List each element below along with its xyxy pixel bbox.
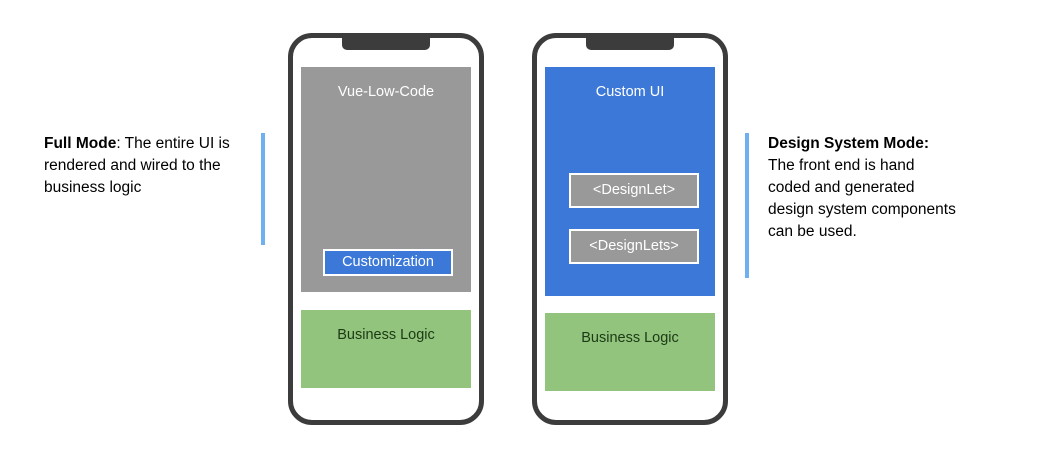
accent-bar-left (261, 133, 265, 245)
annotation-design-system-mode-text: Design System Mode: The front end is han… (768, 133, 958, 243)
customization-button[interactable]: Customization (323, 249, 453, 276)
panel-business-logic-right-title: Business Logic (581, 330, 679, 346)
annotation-full-mode-lead: Full Mode (44, 135, 117, 152)
annotation-design-system-mode-body: The front end is hand coded and generate… (768, 157, 956, 240)
annotation-full-mode-text: Full Mode: The entire UI is rendered and… (44, 133, 249, 199)
phone-screen-right: Custom UI <DesignLet> <DesignLets> Busin… (537, 58, 723, 420)
panel-custom-ui-title: Custom UI (595, 84, 665, 100)
panel-custom-ui: Custom UI <DesignLet> <DesignLets> (545, 67, 715, 296)
panel-business-logic-left-title: Business Logic (337, 327, 435, 343)
annotation-full-mode-body: : The entire UI is rendered and wired to… (44, 135, 230, 196)
designlet-button[interactable]: <DesignLet> (569, 173, 699, 208)
phone-notch-icon (342, 37, 430, 50)
phone-notch-icon (586, 37, 674, 50)
panel-vue-low-code: Vue-Low-Code Customization (301, 67, 471, 292)
annotation-design-system-mode-lead: Design System Mode: (768, 135, 930, 152)
accent-bar-right (745, 133, 749, 278)
panel-vue-low-code-title: Vue-Low-Code (337, 84, 435, 100)
phone-mockup-design-system-mode: Custom UI <DesignLet> <DesignLets> Busin… (532, 33, 728, 425)
phone-screen-left: Vue-Low-Code Customization Business Logi… (293, 58, 479, 420)
panel-business-logic-left: Business Logic (301, 310, 471, 388)
annotation-full-mode: Full Mode: The entire UI is rendered and… (44, 133, 276, 245)
designlets-button[interactable]: <DesignLets> (569, 229, 699, 264)
phone-mockup-full-mode: Vue-Low-Code Customization Business Logi… (288, 33, 484, 425)
annotation-design-system-mode: Design System Mode: The front end is han… (745, 133, 995, 278)
panel-business-logic-right: Business Logic (545, 313, 715, 391)
